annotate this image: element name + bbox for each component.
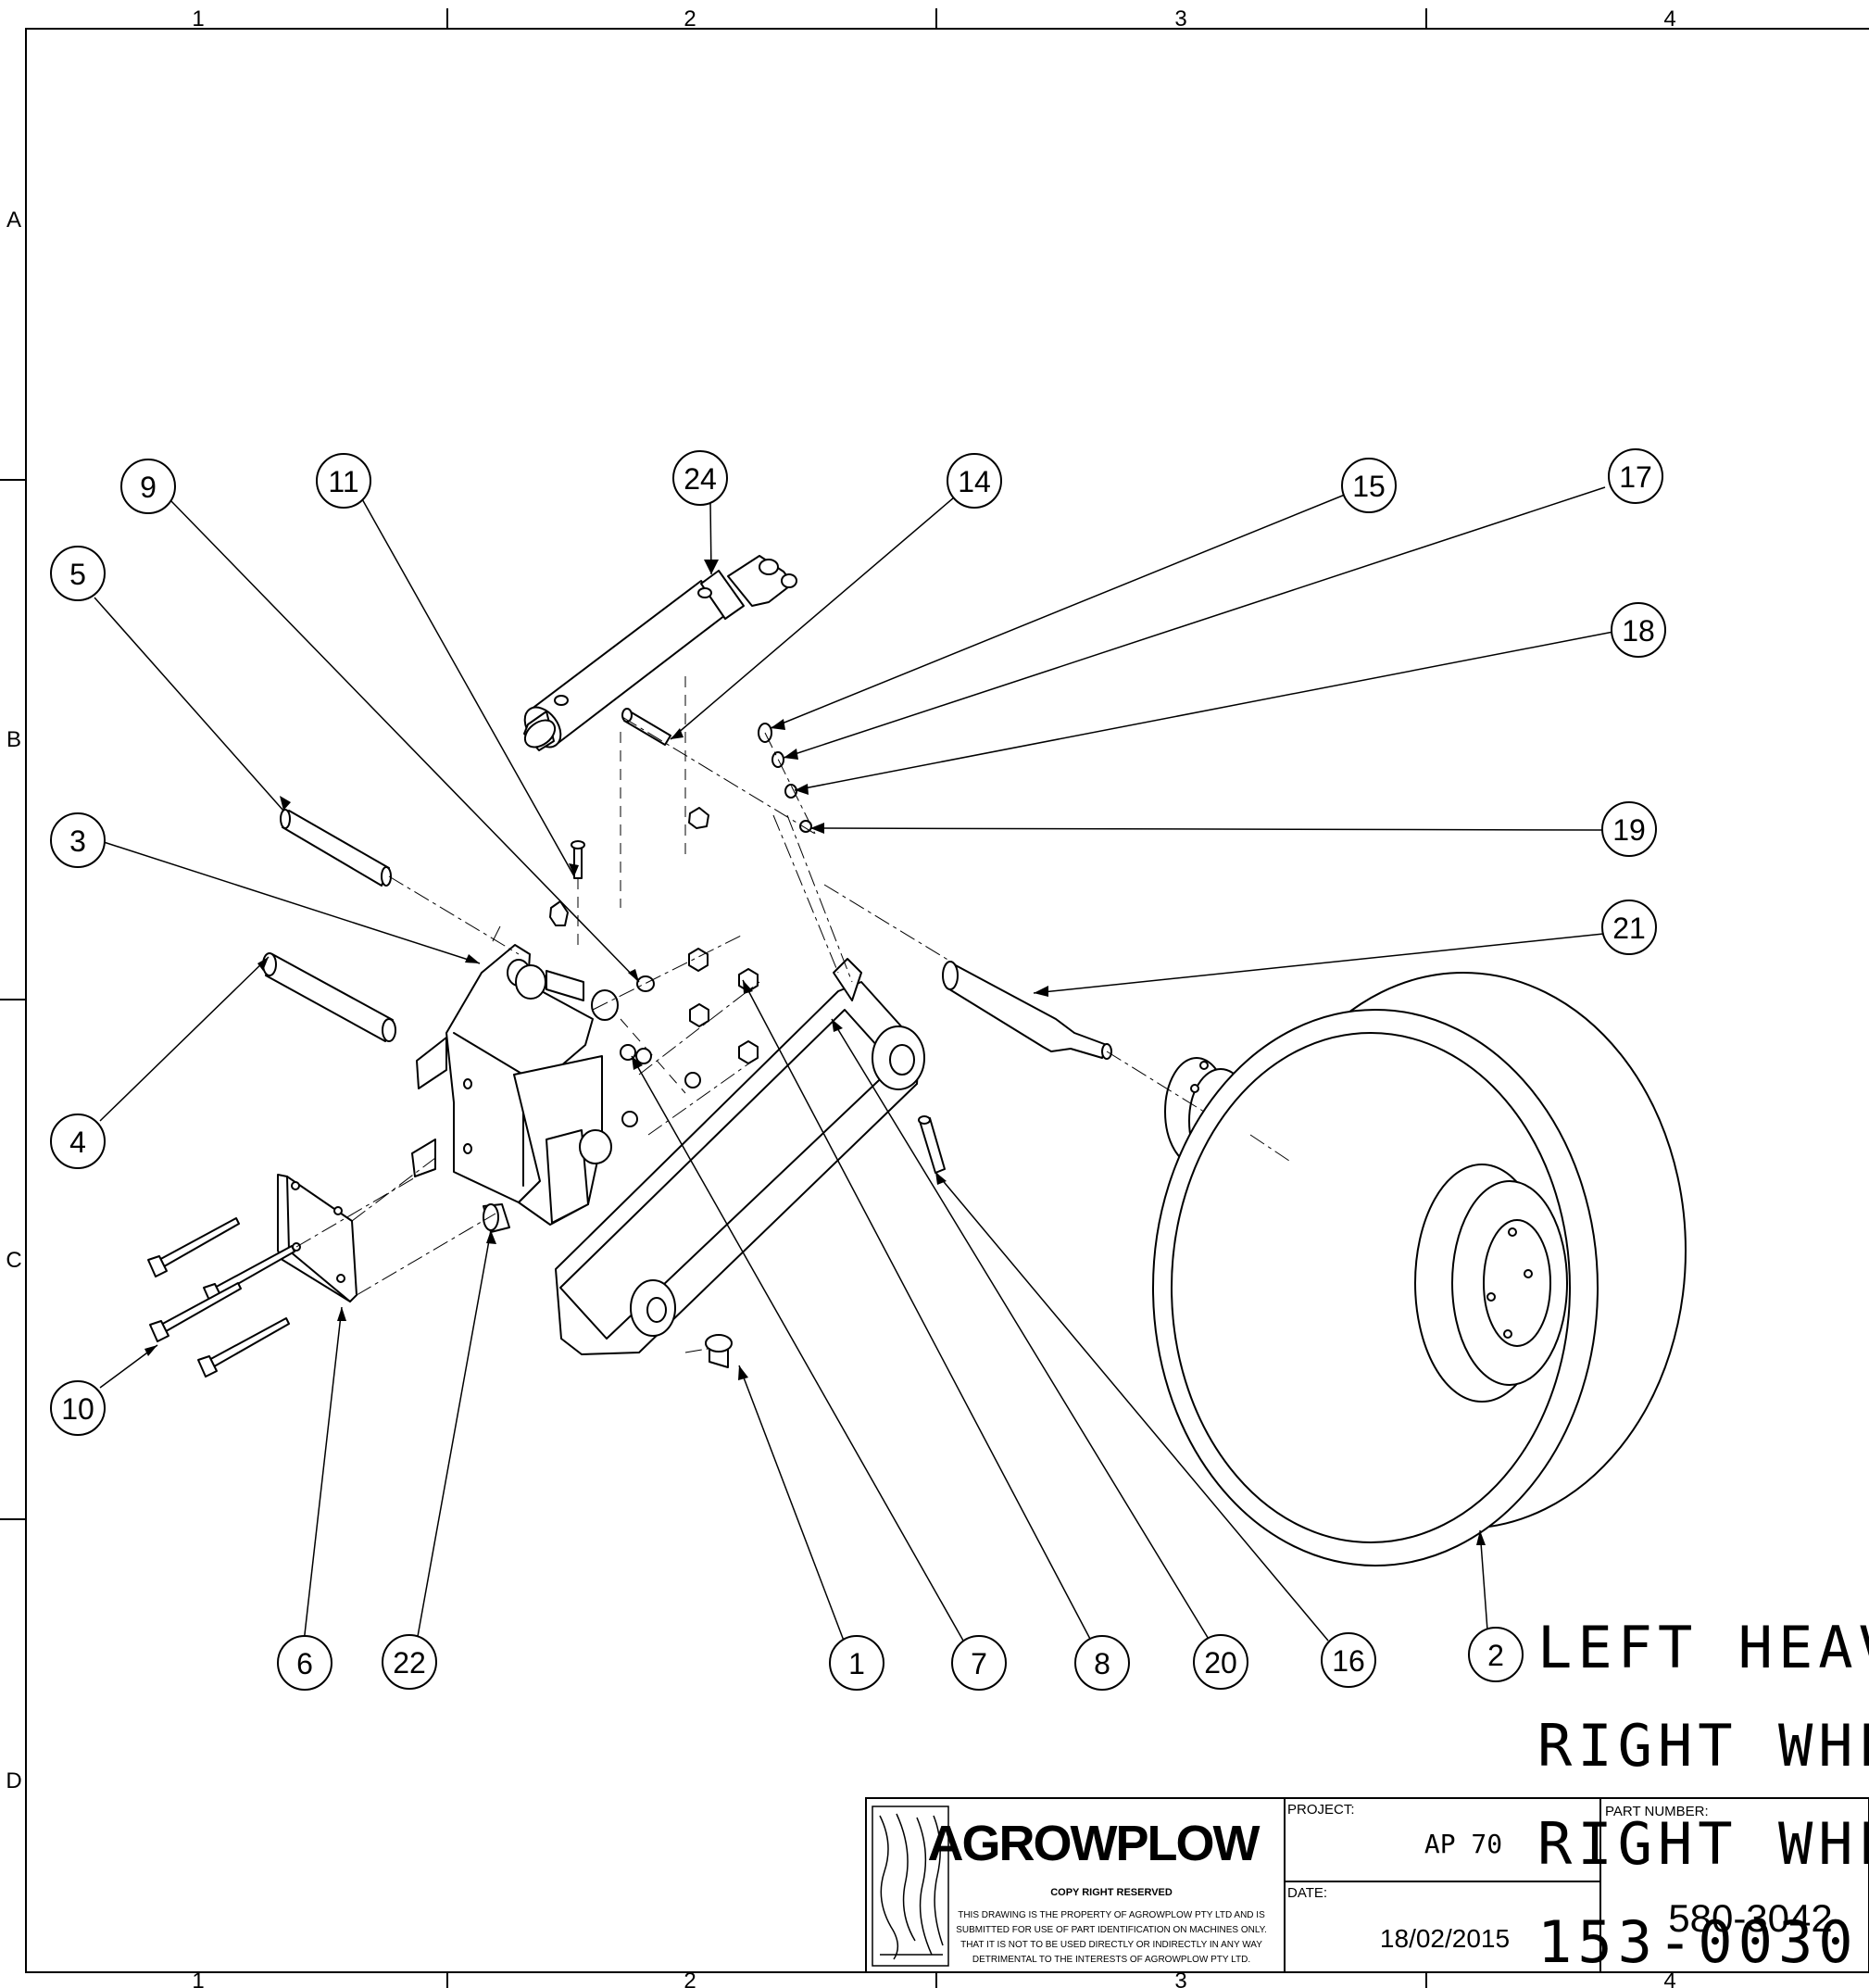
project-label: PROJECT: [1287, 1802, 1355, 1818]
axle-bolt-part [918, 1115, 946, 1174]
balloon-17-label: 17 [1619, 460, 1652, 494]
balloon-21-label: 21 [1612, 912, 1646, 945]
balloon-24-label: 24 [684, 462, 717, 496]
balloon-16-label: 16 [1332, 1644, 1365, 1678]
balloon-16: 16 [1321, 1632, 1376, 1688]
note-line-2: RIGHT WHEEL A [1537, 1712, 1869, 1780]
zone-col-top-4: 4 [1663, 6, 1675, 31]
balloon-18-label: 18 [1622, 614, 1655, 648]
zone-col-top-2: 2 [684, 6, 696, 31]
zone-col-bottom-2: 2 [684, 1969, 696, 1988]
balloon-9: 9 [120, 459, 176, 514]
balloon-2: 2 [1468, 1627, 1524, 1682]
balloon-19-label: 19 [1612, 813, 1646, 847]
zone-col-top-1: 1 [192, 6, 204, 31]
zone-col-bottom-4: 4 [1663, 1969, 1675, 1988]
hydraulic-cylinder-part [523, 555, 797, 751]
balloon-1: 1 [829, 1635, 884, 1691]
balloon-21: 21 [1601, 900, 1657, 955]
balloon-10-label: 10 [61, 1392, 94, 1426]
copyright-line-3: THAT IT IS NOT TO BE USED DIRECTLY OR IN… [960, 1940, 1262, 1950]
balloon-19: 19 [1601, 801, 1657, 857]
balloon-7-label: 7 [971, 1647, 987, 1680]
cylinder-pin-part [621, 708, 671, 746]
zone-col-bottom-3: 3 [1174, 1969, 1186, 1988]
zone-row-d: D [6, 1768, 21, 1793]
long-pin-part [280, 809, 392, 887]
hidden-lines [577, 676, 686, 1094]
leader-lines [94, 486, 1614, 1643]
balloon-22: 22 [382, 1634, 437, 1690]
balloon-18: 18 [1611, 602, 1666, 658]
balloon-11-label: 11 [328, 465, 358, 498]
balloon-8-label: 8 [1094, 1647, 1110, 1680]
note-line-4: 153-0030 - HYD [1537, 1908, 1869, 1976]
item-balloons: 9 11 24 14 15 17 5 18 3 19 21 4 10 6 22 … [50, 448, 1666, 1691]
date-value: 18/02/2015 [1380, 1924, 1510, 1953]
copyright-line-1: THIS DRAWING IS THE PROPERTY OF AGROWPLO… [958, 1910, 1265, 1920]
balloon-5-label: 5 [69, 558, 86, 591]
u-bolt-set-part [147, 1217, 295, 1378]
zone-row-a: A [6, 208, 21, 233]
part-number-value: 580-3042 [1668, 1896, 1833, 1940]
balloon-4: 4 [50, 1114, 106, 1169]
note-line-3: RIGHT WHEEL A [1537, 1810, 1869, 1878]
balloon-15: 15 [1341, 458, 1397, 513]
pivot-pin-part [262, 952, 396, 1042]
notes-block: LEFT HEAVY DU RIGHT WHEEL A RIGHT WHEEL … [1537, 1614, 1869, 1976]
copyright-line-4: DETRIMENTAL TO THE INTERESTS OF AGROWPLO… [972, 1955, 1250, 1965]
bush-part [705, 1334, 733, 1368]
company-logo [872, 1806, 949, 1967]
balloon-2-label: 2 [1487, 1639, 1504, 1672]
balloon-3: 3 [50, 812, 106, 868]
balloon-24: 24 [672, 450, 728, 506]
cylinder-nut-part [688, 807, 709, 829]
title-block [865, 1797, 1869, 1973]
balloon-15-label: 15 [1352, 470, 1386, 503]
balloon-8: 8 [1074, 1635, 1130, 1691]
stub-axle-part [942, 961, 1112, 1060]
zone-row-b: B [6, 727, 21, 752]
drawing-border [0, 8, 1869, 1988]
balloon-6-label: 6 [296, 1647, 313, 1680]
zone-col-top-3: 3 [1174, 6, 1186, 31]
balloon-20: 20 [1193, 1634, 1248, 1690]
note-line-1: LEFT HEAVY DU [1537, 1614, 1869, 1681]
zone-labels: 1 2 3 4 1 2 3 4 A B C D [6, 6, 1675, 1988]
project-value: AP 70 [1424, 1829, 1502, 1859]
balloon-6: 6 [277, 1635, 332, 1691]
balloon-5: 5 [50, 546, 106, 601]
tyre-part [1152, 972, 1687, 1566]
swing-arm-part [555, 958, 925, 1355]
company-name: AGROWPLOW [928, 1816, 1261, 1871]
balloon-11: 11 [316, 453, 371, 509]
balloon-20-label: 20 [1204, 1646, 1237, 1680]
zone-col-bottom-1: 1 [192, 1969, 204, 1988]
balloon-22-label: 22 [393, 1646, 426, 1680]
balloon-4-label: 4 [69, 1126, 86, 1159]
leader-arrowheads [144, 560, 1486, 1545]
copyright-line-2: SUBMITTED FOR USE OF PART IDENTIFICATION… [956, 1925, 1267, 1935]
center-lines [295, 716, 1293, 1353]
copyright-heading: COPY RIGHT RESERVED [1050, 1887, 1173, 1898]
balloon-7: 7 [951, 1635, 1007, 1691]
balloon-1-label: 1 [848, 1647, 865, 1680]
balloon-17: 17 [1608, 448, 1663, 504]
balloon-3-label: 3 [69, 824, 86, 858]
part-number-label: PART NUMBER: [1605, 1804, 1709, 1819]
balloon-10: 10 [50, 1380, 106, 1436]
balloon-14-label: 14 [958, 465, 991, 498]
balloon-14: 14 [947, 453, 1002, 509]
mounting-bracket-part [411, 944, 619, 1226]
pivot-bush-part [483, 1203, 510, 1233]
clamp-plate-part [277, 1174, 357, 1302]
balloon-9-label: 9 [140, 471, 157, 504]
date-label: DATE: [1287, 1885, 1327, 1901]
zone-row-c: C [6, 1248, 21, 1273]
